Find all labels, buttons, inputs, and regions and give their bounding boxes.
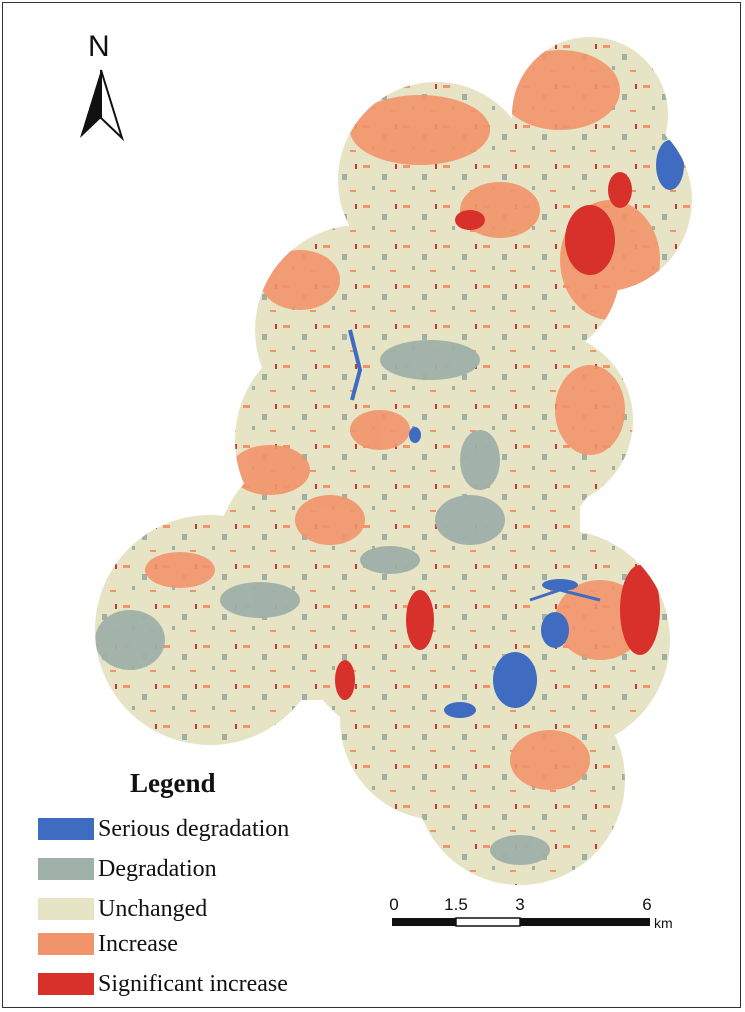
legend-item-degradation: Degradation — [38, 855, 217, 883]
legend-item-unchanged: Unchanged — [38, 895, 207, 923]
legend-swatch-degradation — [38, 858, 94, 880]
legend-swatch-increase — [38, 933, 94, 955]
scale-seg-3 — [520, 918, 650, 926]
scale-tick-label: 0 — [389, 895, 399, 914]
legend-item-serious-degradation: Serious degradation — [38, 815, 289, 843]
legend-swatch-significant-increase — [38, 973, 94, 995]
scale-seg-1 — [392, 918, 456, 926]
scale-bar — [392, 917, 650, 927]
legend-label: Unchanged — [98, 895, 208, 922]
scale-tick-label: 1.5 — [444, 895, 468, 914]
scale-unit: km — [654, 915, 673, 931]
legend-swatch-unchanged — [38, 898, 94, 920]
legend-title: Legend — [130, 768, 216, 798]
legend-label: Serious degradation — [98, 815, 290, 842]
scale-tick-label: 6 — [642, 895, 652, 914]
legend-item-increase: Increase — [38, 930, 178, 958]
legend-label: Increase — [98, 930, 178, 957]
legend-label: Significant increase — [98, 970, 288, 997]
legend-swatch-serious-degradation — [38, 818, 94, 840]
north-label: N — [88, 30, 110, 63]
north-arrow-icon — [80, 69, 125, 142]
legend-item-significant-increase: Significant increase — [38, 970, 288, 998]
scale-tick-label: 3 — [515, 895, 525, 914]
scale-seg-2 — [455, 917, 521, 927]
legend-label: Degradation — [98, 855, 217, 882]
